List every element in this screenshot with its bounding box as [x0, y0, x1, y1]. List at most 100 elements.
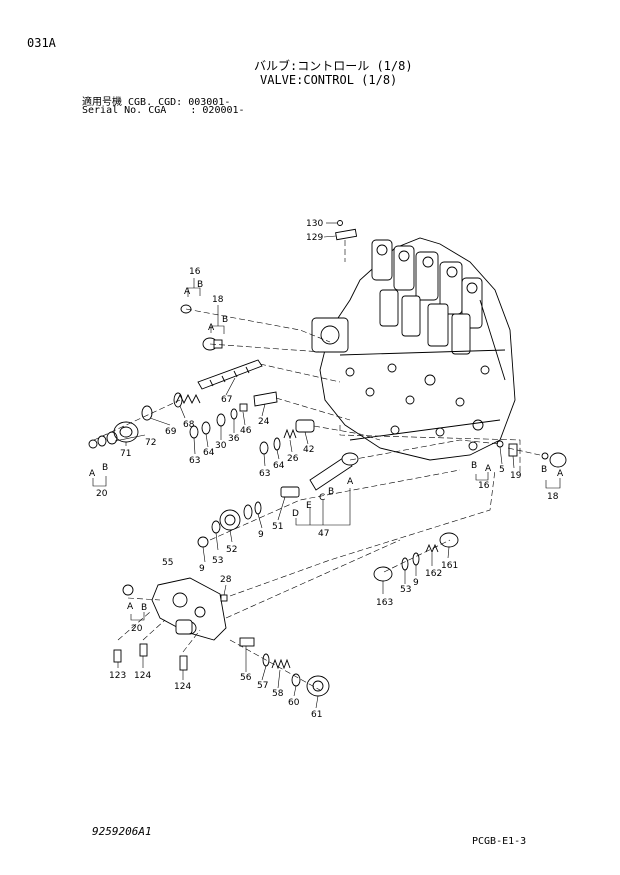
leader-lines: [92, 278, 561, 709]
ref-letter-a: A: [557, 469, 564, 479]
callout-55: 55: [162, 558, 173, 568]
callout-26: 26: [287, 454, 299, 464]
part-56-spool: [239, 637, 255, 647]
callout-19: 19: [510, 471, 522, 481]
part-124-bolt-a: [139, 643, 148, 657]
part-52-ring: [243, 504, 253, 520]
callout-20-lower: 20: [131, 624, 143, 634]
callout-58: 58: [272, 689, 284, 699]
part-16-plug-b: [468, 441, 478, 451]
part-20-plug-b: [122, 584, 134, 596]
part-163-cap: [373, 566, 393, 582]
part-63-o-ring-b: [259, 441, 269, 455]
part-53-o-ring-b: [401, 557, 409, 571]
ref-letter-a: A: [208, 323, 215, 333]
callout-64-upper: 64: [203, 448, 215, 458]
alignment-lines: [93, 308, 541, 691]
part-18-plug-b: [541, 452, 567, 468]
part-67-spool: [197, 359, 263, 390]
callout-68: 68: [183, 420, 195, 430]
part-19-connector: [508, 443, 518, 457]
ref-letter-a: A: [347, 477, 354, 487]
ref-letter-e: E: [306, 501, 312, 511]
callout-18-right: 18: [547, 492, 559, 502]
part-60-o-ring: [291, 673, 301, 687]
part-9-o-ring: [197, 536, 209, 548]
callout-130: 130: [306, 219, 323, 229]
callout-124-b: 124: [174, 682, 191, 692]
part-24-stem: [253, 391, 278, 407]
document-number: 9259206A1: [92, 825, 152, 838]
callout-labels: 130 129 16 18 67 68 69 72 71 20 24 46 36…: [96, 219, 559, 720]
callout-56: 56: [240, 673, 252, 683]
callout-57: 57: [257, 681, 268, 691]
part-42-piston: [295, 419, 315, 433]
callout-28: 28: [220, 575, 232, 585]
callout-63-upper: 63: [189, 456, 200, 466]
callout-129: 129: [306, 233, 323, 243]
callout-9-right: 9: [413, 578, 419, 588]
reference-letters: A B A B A B D E C B A A B B A B A: [89, 280, 564, 613]
part-130-screw: [326, 220, 343, 226]
part-47-stem-assembly: [309, 452, 359, 491]
callout-20-left: 20: [96, 489, 108, 499]
serial-number-line: Serial No. CGA : 020001-: [82, 105, 245, 116]
callout-18-upper: 18: [212, 295, 224, 305]
callout-67: 67: [221, 395, 232, 405]
callout-53-left: 53: [212, 556, 223, 566]
callout-42: 42: [303, 445, 314, 455]
callout-16-right: 16: [478, 481, 490, 491]
ref-letter-b: B: [102, 463, 108, 473]
part-161-cap: [439, 532, 459, 548]
part-20-plug: [88, 435, 107, 449]
part-162-spring: [425, 543, 439, 554]
callout-47: 47: [318, 529, 329, 539]
part-51-piece: [280, 486, 300, 498]
ref-letter-b: B: [541, 465, 547, 475]
part-55-cover: [151, 577, 227, 641]
part-9-o-ring-b: [412, 552, 420, 566]
callout-161: 161: [441, 561, 458, 571]
title-japanese: バルブ:コントロール (1/8): [254, 59, 413, 73]
ref-letter-b: B: [328, 487, 334, 497]
page-code: 031A: [27, 36, 56, 50]
part-58-spring: [271, 658, 291, 670]
part-61-cap: [306, 675, 330, 697]
callout-5: 5: [499, 465, 505, 475]
part-36-washer: [230, 408, 238, 420]
callout-9-left: 9: [199, 564, 205, 574]
part-64-backup-ring-b: [273, 437, 281, 451]
callout-52: 52: [226, 545, 237, 555]
ref-letter-d: D: [292, 509, 299, 519]
part-124-bolt-b: [179, 655, 188, 671]
ref-letter-b: B: [141, 603, 147, 613]
part-53-o-ring: [211, 520, 221, 534]
ref-letter-a: A: [89, 469, 96, 479]
callout-72: 72: [145, 438, 156, 448]
callout-9-upper: 9: [258, 530, 264, 540]
callout-46: 46: [240, 426, 252, 436]
callout-16-upper: 16: [189, 267, 201, 277]
callout-61: 61: [311, 710, 322, 720]
serial-applicability-line: 適用号機 CGB. CGD: 003001-: [82, 97, 231, 108]
ref-letter-a: A: [184, 287, 191, 297]
callout-124-a: 124: [134, 671, 151, 681]
callout-24: 24: [258, 417, 270, 427]
part-129-plate: [323, 228, 358, 241]
part-46-nut: [239, 403, 248, 412]
ref-letter-b: B: [222, 315, 228, 325]
callout-30: 30: [215, 441, 227, 451]
title-english: VALVE:CONTROL (1/8): [260, 73, 398, 87]
part-9-ring: [254, 501, 262, 515]
part-64-backup-ring: [201, 421, 211, 435]
callout-51: 51: [272, 522, 283, 532]
ref-letter-a: A: [485, 464, 492, 474]
control-valve-body: [311, 237, 516, 461]
callout-69: 69: [165, 427, 177, 437]
callout-123: 123: [109, 671, 126, 681]
part-72-o-ring: [106, 431, 118, 445]
ref-letter-c: C: [319, 493, 325, 503]
page-reference: PCGB-E1-3: [472, 836, 527, 847]
part-71-cap: [113, 421, 139, 443]
